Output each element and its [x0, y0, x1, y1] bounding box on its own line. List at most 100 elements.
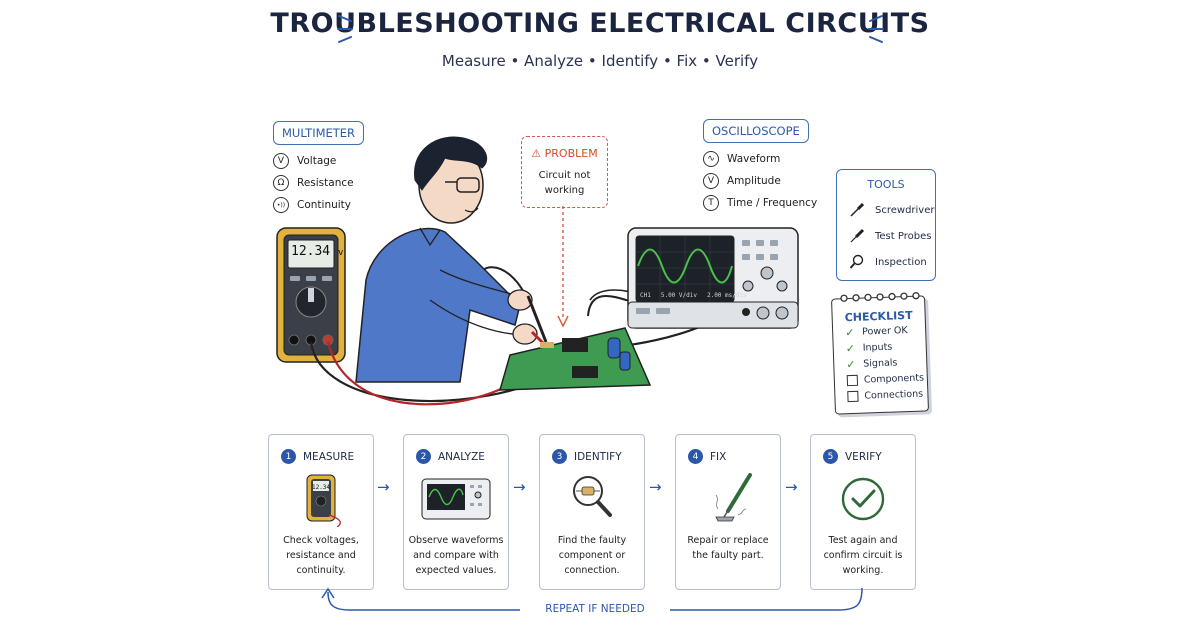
problem-text-line2: working: [544, 185, 585, 196]
step-title: MEASURE: [303, 450, 355, 463]
arrow-right-icon: →: [513, 478, 526, 496]
step-number: 4: [688, 449, 703, 464]
tool-test-probes-label: Test Probes: [875, 230, 932, 242]
legend-resistance: Ω Resistance: [273, 172, 354, 194]
step-verify: 5 VERIFY Test again and confirm circuit i…: [810, 434, 916, 590]
voltage-icon: V: [273, 153, 289, 169]
step-description: Find the faulty component or connection.: [540, 533, 644, 578]
step-desc-line: and compare with: [413, 550, 499, 561]
arrow-right-icon: →: [377, 478, 390, 496]
step-desc-line: working.: [842, 565, 884, 576]
step-desc-line: continuity.: [296, 565, 346, 576]
multimeter-device: [276, 227, 346, 363]
multimeter-icon: 12.34: [306, 474, 341, 527]
step-desc-line: resistance and: [286, 550, 356, 561]
legend-resistance-label: Resistance: [297, 177, 354, 189]
oscilloscope-icon: [421, 478, 491, 520]
step-desc-line: connection.: [564, 565, 620, 576]
legend-voltage-label: Voltage: [297, 155, 337, 167]
step-desc-line: confirm circuit is: [823, 550, 903, 561]
step-description: Test again and confirm circuit is workin…: [811, 533, 915, 578]
checklist-item-label: Signals: [863, 356, 898, 370]
step-number: 3: [552, 449, 567, 464]
checklist-item-label: Power OK: [861, 324, 908, 338]
checkmark-icon: ✓: [844, 325, 855, 339]
oscilloscope-device: [627, 227, 799, 329]
title-decoration-right: [868, 15, 884, 43]
step-desc-line: expected values.: [415, 565, 497, 576]
tool-screwdriver-label: Screwdriver: [875, 204, 935, 216]
oscilloscope-label: OSCILLOSCOPE: [703, 119, 809, 143]
step-title: ANALYZE: [438, 450, 485, 463]
step-header: 5 VERIFY: [823, 449, 915, 464]
legend-time-label: Time / Frequency: [727, 197, 818, 209]
scope-channel: CH1: [640, 292, 651, 299]
waveform-trace: [637, 248, 733, 284]
waveform-icon: ∿: [703, 151, 719, 167]
step-title: FIX: [710, 450, 727, 463]
page-title: TROUBLESHOOTING ELECTRICAL CIRCUITS: [270, 8, 930, 39]
legend-waveform: ∿ Waveform: [703, 148, 817, 170]
probe-icon: [850, 228, 865, 243]
checkmark-circle-icon: [841, 477, 885, 521]
step-measure: 1 MEASURE 12.34 Check voltages, resistanc…: [268, 434, 374, 590]
tools-panel: TOOLS Screwdriver Test Probes Inspection: [836, 169, 936, 281]
continuity-icon: •)): [273, 197, 289, 213]
tool-test-probes: Test Probes: [837, 223, 935, 249]
amplitude-icon: V: [703, 173, 719, 189]
checklist-panel: CHECKLIST ✓Power OK ✓Inputs ✓Signals Com…: [831, 292, 929, 415]
step-description: Check voltages, resistance and continuit…: [269, 533, 373, 578]
problem-callout: ⚠ PROBLEM Circuit not working: [521, 136, 608, 208]
arrow-right-icon: →: [785, 478, 798, 496]
problem-heading-text: PROBLEM: [544, 147, 598, 160]
step-identify: 3 IDENTIFY Find the faulty component or c…: [539, 434, 645, 590]
checklist-item-label: Inputs: [862, 341, 893, 354]
empty-checkbox-icon: [847, 390, 859, 402]
problem-pointer-arrow: [557, 206, 569, 328]
problem-heading: ⚠ PROBLEM: [522, 147, 607, 160]
multimeter-display-value: 12.34: [291, 244, 331, 259]
legend-continuity-label: Continuity: [297, 199, 352, 211]
step-number: 5: [823, 449, 838, 464]
multimeter-label: MULTIMETER: [273, 121, 365, 145]
oscilloscope-screen: [636, 236, 734, 302]
legend-voltage: V Voltage: [273, 150, 354, 172]
tools-heading: TOOLS: [867, 178, 905, 191]
step-header: 2 ANALYZE: [416, 449, 508, 464]
tool-inspection-label: Inspection: [875, 256, 927, 268]
step-header: 3 IDENTIFY: [552, 449, 644, 464]
step1-meter-display: 12.34: [312, 484, 330, 491]
step-description: Observe waveforms and compare with expec…: [404, 533, 508, 578]
step-title: IDENTIFY: [574, 450, 622, 463]
checkmark-icon: ✓: [845, 341, 856, 355]
main-illustration: [276, 136, 799, 406]
repeat-label: REPEAT IF NEEDED: [520, 603, 670, 615]
step-header: 1 MEASURE: [281, 449, 373, 464]
technician-figure: [355, 136, 552, 383]
checklist-item-label: Components: [863, 371, 925, 386]
step-description: Repair or replace the faulty part.: [676, 533, 780, 563]
time-icon: T: [703, 195, 719, 211]
step-desc-line: Test again and: [828, 535, 898, 546]
arrow-right-icon: →: [649, 478, 662, 496]
spiral-binding: [840, 292, 920, 302]
step-desc-line: Observe waveforms: [408, 535, 504, 546]
magnifier-resistor-icon: [573, 476, 612, 517]
oscilloscope-legend: ∿ Waveform V Amplitude T Time / Frequenc…: [703, 148, 817, 214]
step-header: 4 FIX: [688, 449, 780, 464]
step-title: VERIFY: [845, 450, 882, 463]
problem-text: Circuit not working: [522, 168, 607, 198]
checklist-item: Connections: [835, 385, 928, 404]
step-fix: 4 FIX Repair or replace the faulty part.: [675, 434, 781, 590]
legend-time: T Time / Frequency: [703, 192, 817, 214]
legend-continuity: •)) Continuity: [273, 194, 354, 216]
checklist-item-label: Connections: [864, 388, 924, 402]
step-number: 2: [416, 449, 431, 464]
checkmark-icon: ✓: [846, 357, 856, 371]
step-number: 1: [281, 449, 296, 464]
step-analyze: 2 ANALYZE Observe waveforms and compare w…: [403, 434, 509, 590]
multimeter-legend: V Voltage Ω Resistance •)) Continuity: [273, 150, 354, 216]
circuit-board: [498, 327, 652, 391]
scope-volts-div: 5.00 V/div: [660, 292, 697, 299]
scope-time-div: 2.00 ms/div: [706, 292, 747, 299]
